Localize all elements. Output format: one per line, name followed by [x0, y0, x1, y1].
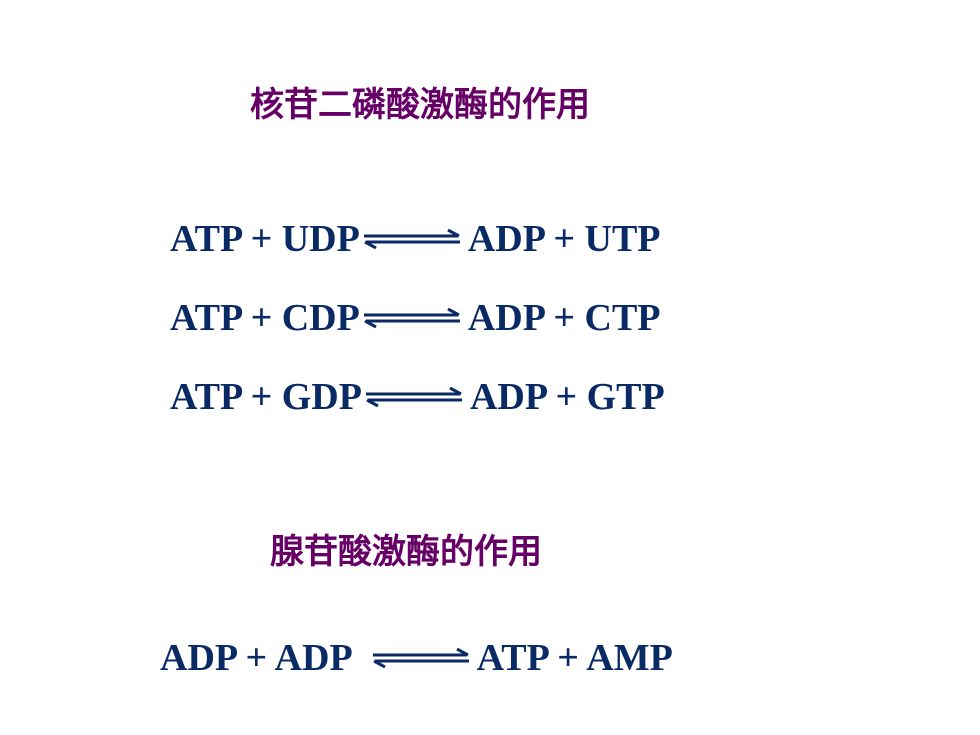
- reversible-reaction-arrow-icon: [371, 648, 471, 668]
- products: ADP + CTP: [467, 297, 661, 339]
- products: ADP + UTP: [467, 218, 661, 260]
- reaction-equation: ATP + UDP ADP + UTP: [170, 214, 661, 264]
- reactants: ATP + CDP: [170, 297, 360, 339]
- reversible-reaction-arrow-icon: [362, 229, 462, 249]
- products: ADP + GTP: [469, 376, 665, 418]
- reaction-equation: ATP + GDP ADP + GTP: [170, 372, 665, 422]
- reversible-reaction-arrow-icon: [362, 308, 462, 328]
- products: ATP + AMP: [476, 637, 673, 679]
- reaction-equation: ATP + CDP ADP + CTP: [170, 293, 661, 343]
- reversible-reaction-arrow-icon: [364, 387, 464, 407]
- section-title-ndp-kinase: 核苷二磷酸激酶的作用: [250, 85, 590, 125]
- reactants: ATP + UDP: [170, 218, 360, 260]
- reaction-equation: ADP + ADP ATP + AMP: [160, 633, 673, 683]
- section-title-adenylate-kinase: 腺苷酸激酶的作用: [270, 532, 542, 572]
- reactants: ADP + ADP: [160, 637, 353, 679]
- reactants: ATP + GDP: [170, 376, 362, 418]
